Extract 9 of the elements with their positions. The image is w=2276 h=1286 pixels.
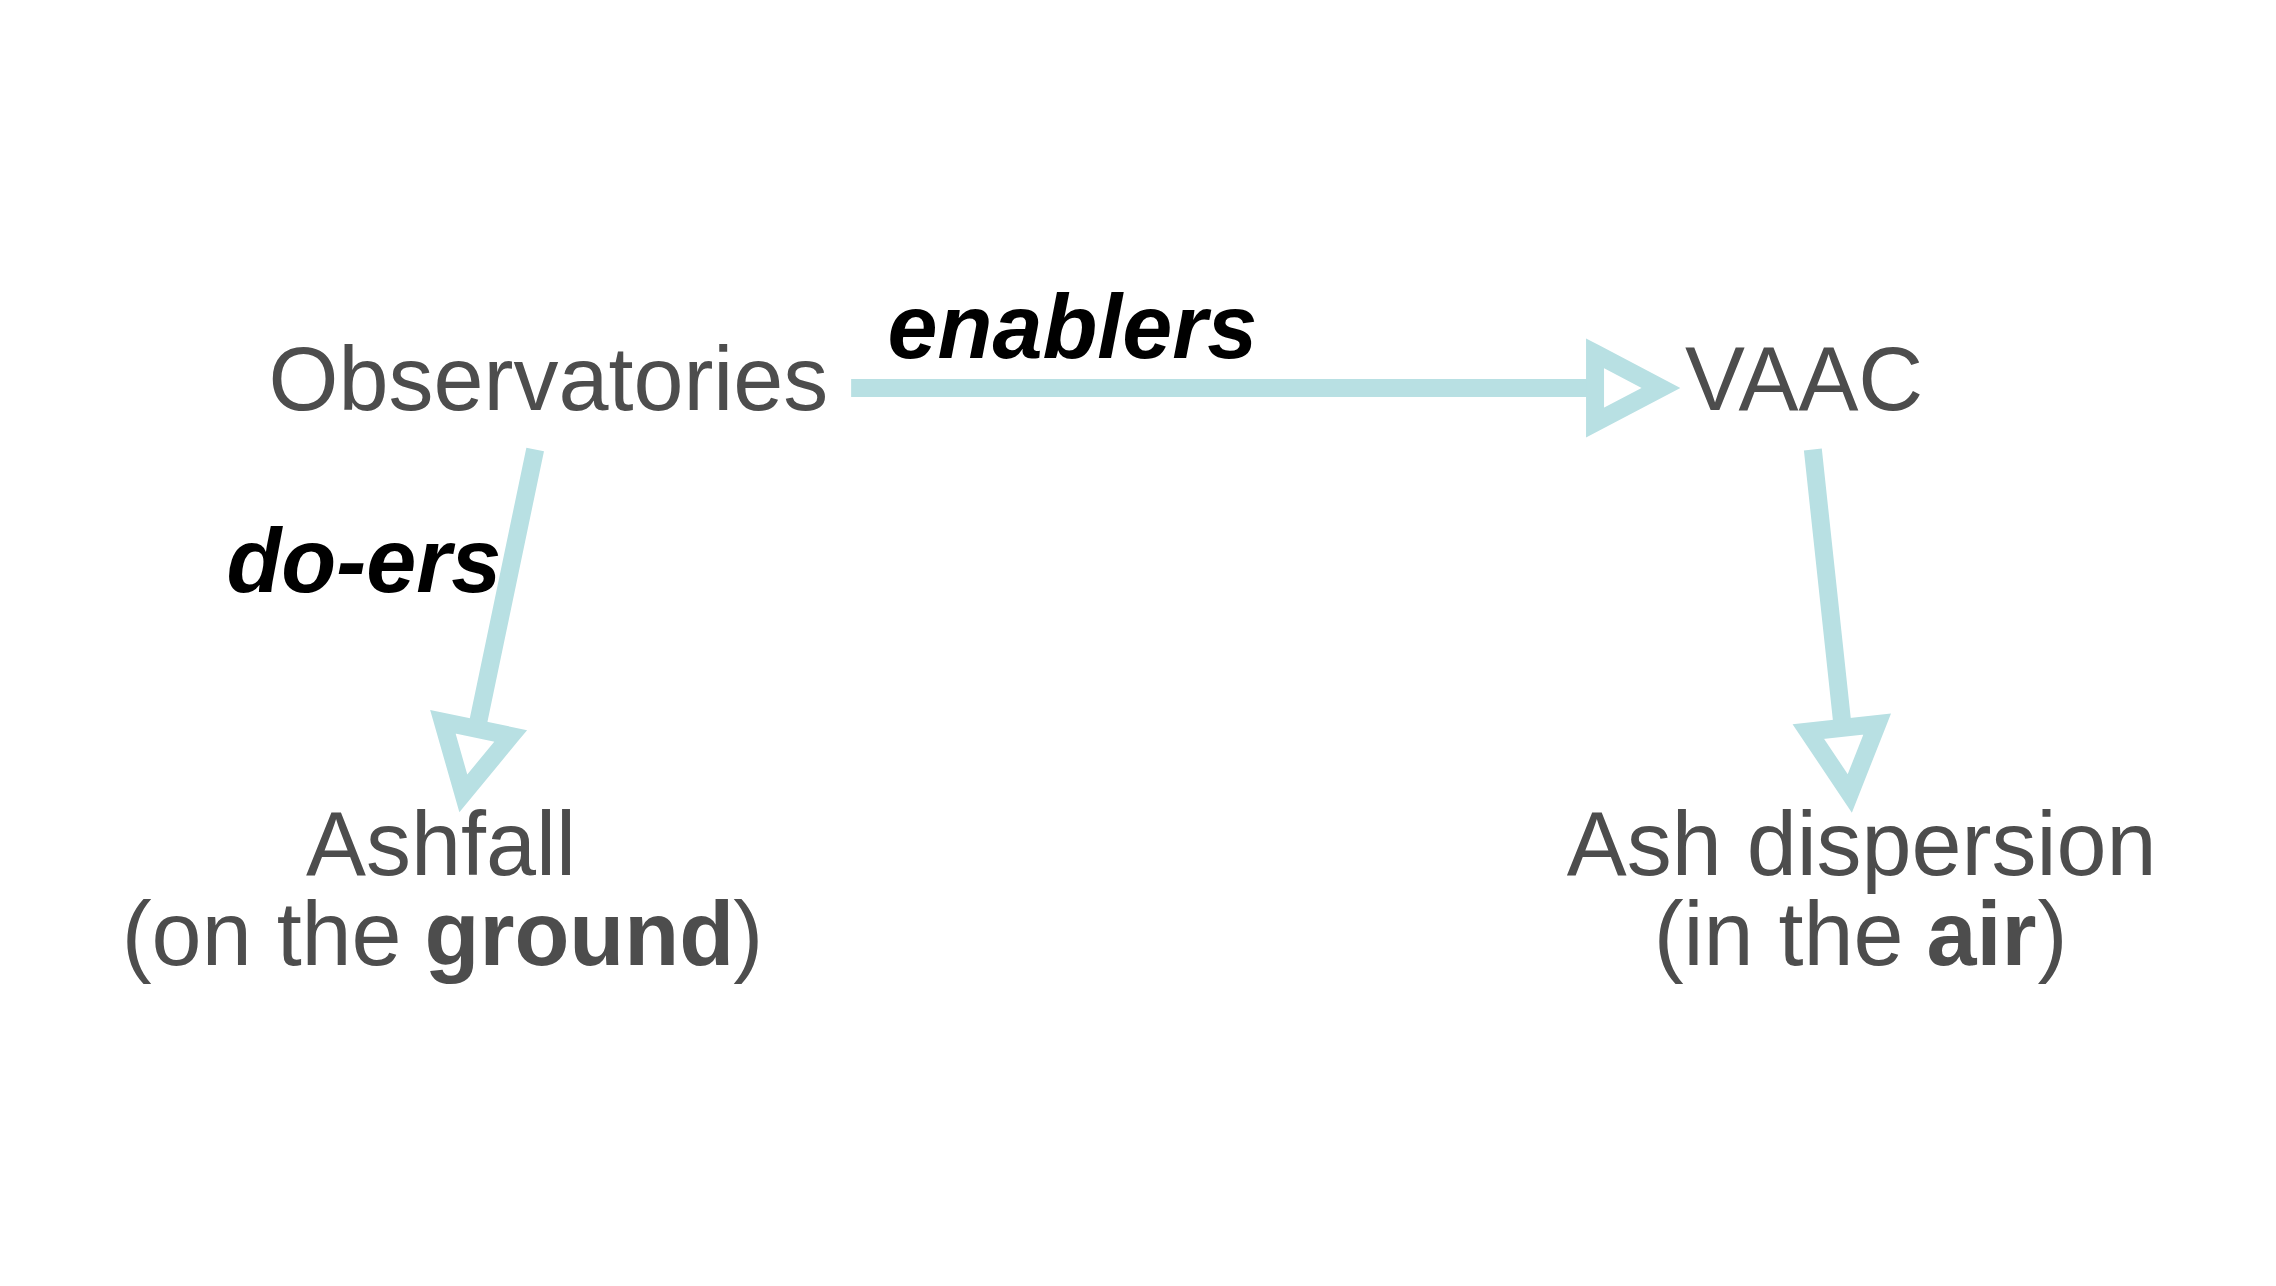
edge-label: enablers <box>887 276 1258 377</box>
node-text: VAAC <box>1685 328 1924 429</box>
arrow <box>430 447 544 812</box>
arrow <box>1792 448 1891 813</box>
arrow <box>851 337 1681 437</box>
node-text: Ashfall (on the ground) <box>121 793 764 984</box>
edge-label: do-ers <box>226 510 502 611</box>
node-text: Observatories <box>268 328 829 429</box>
node-text: Ash dispersion (in the air) <box>1566 793 2157 984</box>
